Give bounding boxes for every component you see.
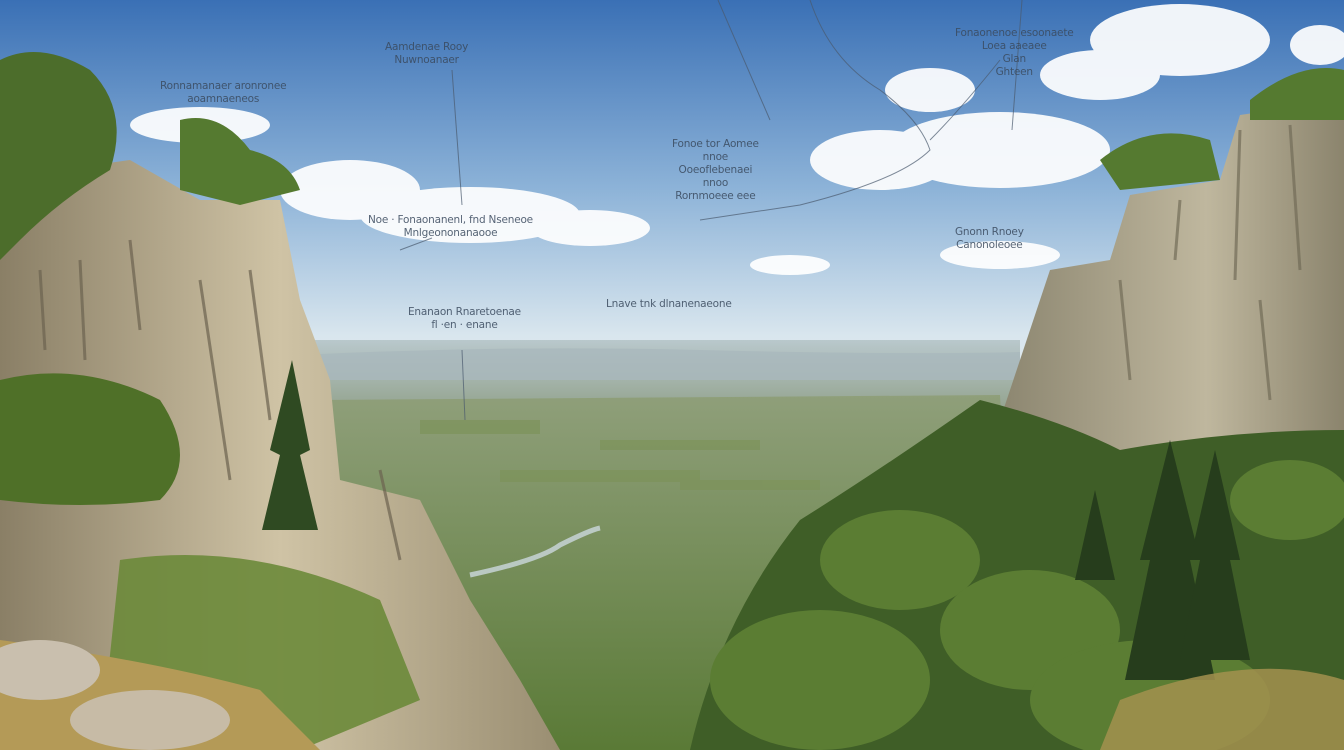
annotation-line: aoamnaeneos	[187, 93, 260, 105]
annotation-label: Fonoe tor Aomee nnoe Ooeoflebenaei nnoo …	[672, 138, 759, 203]
annotation-line: Lnave tnk dlnanenaeone	[606, 298, 732, 310]
annotation-label: Gnonn Rnoey Canonoleoee	[955, 226, 1024, 252]
left-foliage	[0, 52, 117, 260]
annotation-line: fl ·en · enane	[431, 319, 498, 331]
distant-hills	[300, 348, 1020, 380]
annotation-line: Noe · Fonaonanenl, fnd Nseneoe	[368, 214, 533, 226]
left-cliff-cracks	[38, 239, 402, 561]
annotation-line: nnoo	[702, 177, 729, 189]
annotation-line: nnoe	[702, 151, 729, 163]
annotation-label: Lnave tnk dlnanenaeone	[606, 298, 732, 311]
annotation-line: Enanaon Rnaretoenae	[408, 306, 521, 318]
annotation-line: Aamdenae Rooy	[385, 41, 469, 53]
annotation-line: Canonoleoee	[956, 239, 1023, 251]
annotation-line: Ronnamanaer aronronee	[160, 80, 287, 92]
annotation-label: Enanaon Rnaretoenae fl ·en · enane	[408, 306, 521, 332]
clouds	[130, 4, 1344, 275]
annotation-label: Fonaonenoe esoonaete Loea aaeaee Glan Gh…	[955, 27, 1074, 79]
annotation-line: Glan	[1002, 53, 1027, 65]
annotation-line: Nuwnoanaer	[394, 54, 459, 66]
annotation-label: Ronnamanaer aronronee aoamnaeneos	[160, 80, 287, 106]
annotation-line: Fonaonenoe esoonaete	[955, 27, 1074, 39]
annotation-line: Loea aaeaee	[981, 40, 1047, 52]
annotation-lines	[399, 0, 1023, 421]
left-pine	[262, 360, 318, 530]
right-pines	[1075, 440, 1250, 680]
annotation-line: Rornmoeee eee	[675, 190, 756, 202]
annotation-line: Gnonn Rnoey	[955, 226, 1024, 238]
river	[469, 525, 601, 578]
valley-fields	[420, 420, 820, 490]
annotation-label: Aamdenae Rooy Nuwnoanaer	[385, 41, 468, 67]
annotation-line: Fonoe tor Aomee	[672, 138, 759, 150]
annotation-line: Ghteen	[995, 66, 1033, 78]
annotation-line: Ooeoflebenaei	[678, 164, 753, 176]
annotation-line: Mnlgeononanaooe	[403, 227, 498, 239]
annotation-label: Noe · Fonaonanenl, fnd Nseneoe Mnlgeonon…	[368, 214, 533, 240]
